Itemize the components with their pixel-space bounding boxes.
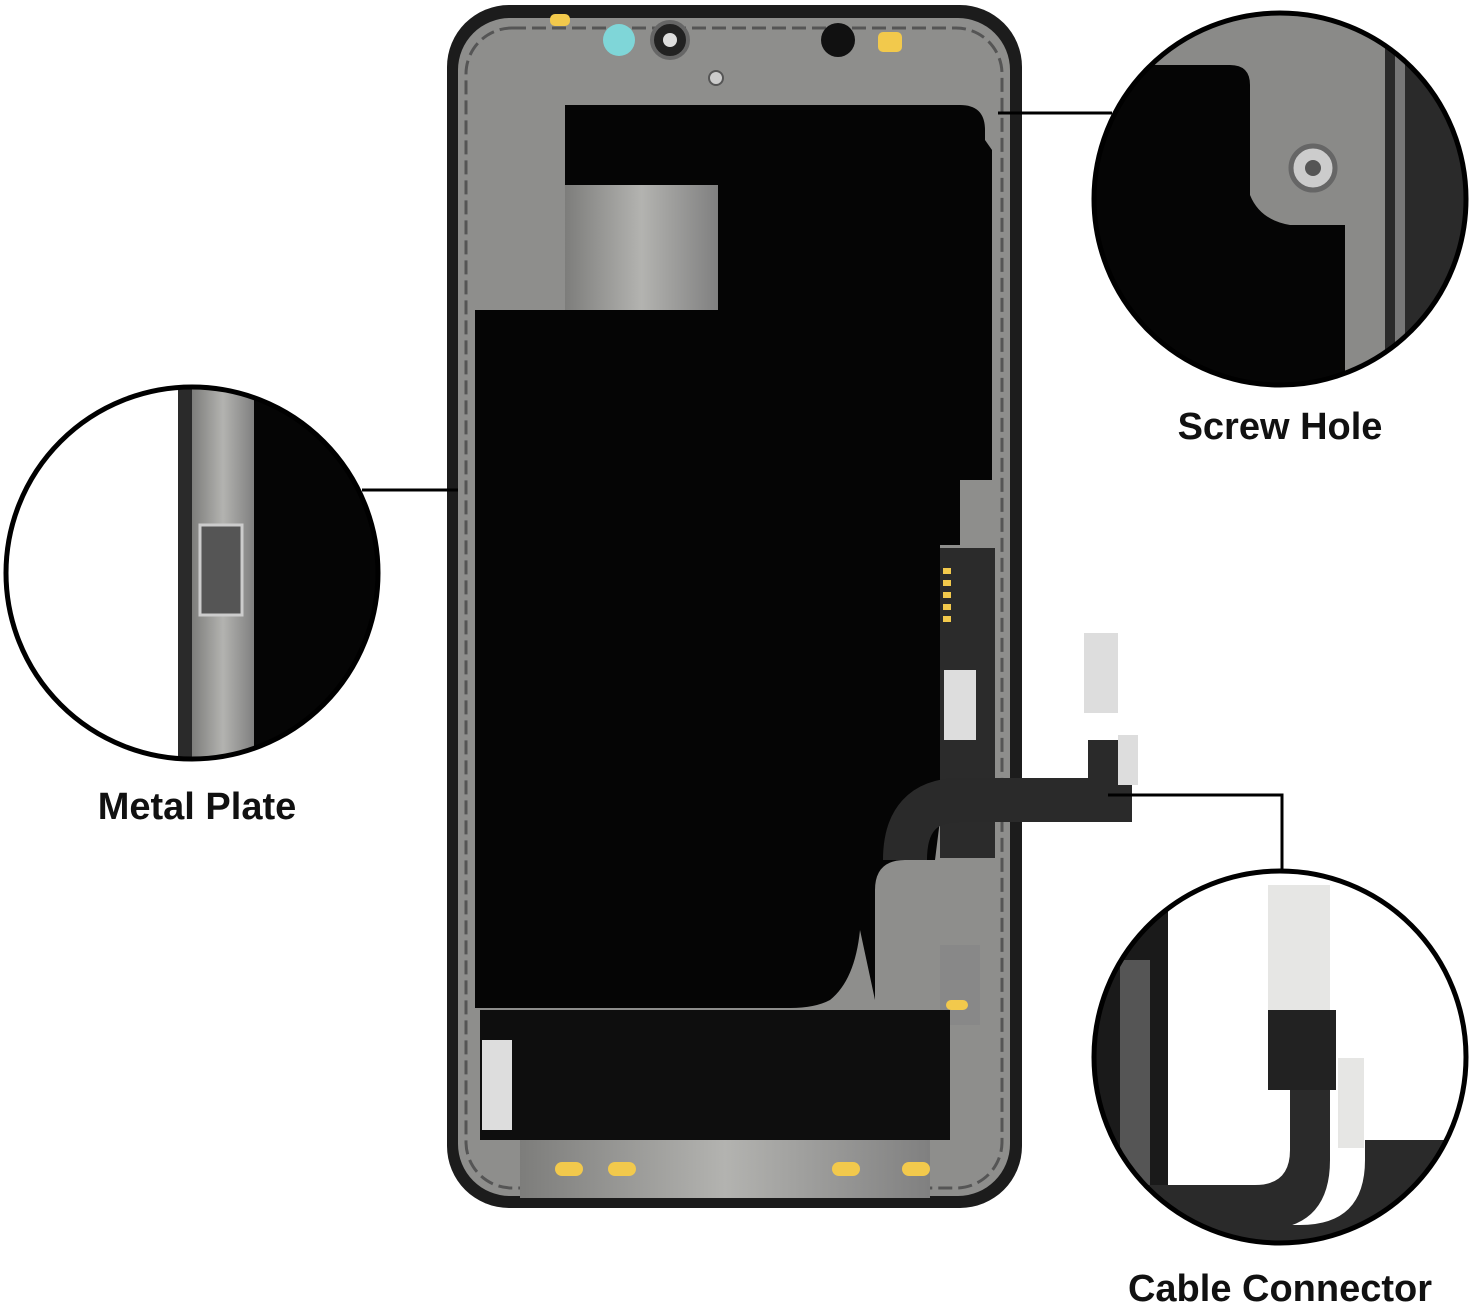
flex-cable [883,740,1132,861]
proximity-sensor [603,24,635,56]
cable-connector-label: Cable Connector [1127,1268,1433,1310]
flex-chip [944,670,976,740]
display-back [475,105,992,1008]
bottom-flex [480,1010,950,1140]
bottom-plate [520,1140,930,1198]
camera-lens [821,23,855,57]
screw-hole-label: Screw Hole [1177,406,1383,448]
phone-screen-assembly [447,5,1138,1208]
contact-pads [555,1162,930,1176]
callout-lines [362,111,1284,870]
cable-connector-zoom-circle [1091,868,1469,1246]
screw-hole-zoom-circle [1091,10,1469,388]
cable-connector [1084,633,1118,713]
metal-plate-zoom-circle [3,384,381,762]
metal-plate-label: Metal Plate [97,786,297,828]
